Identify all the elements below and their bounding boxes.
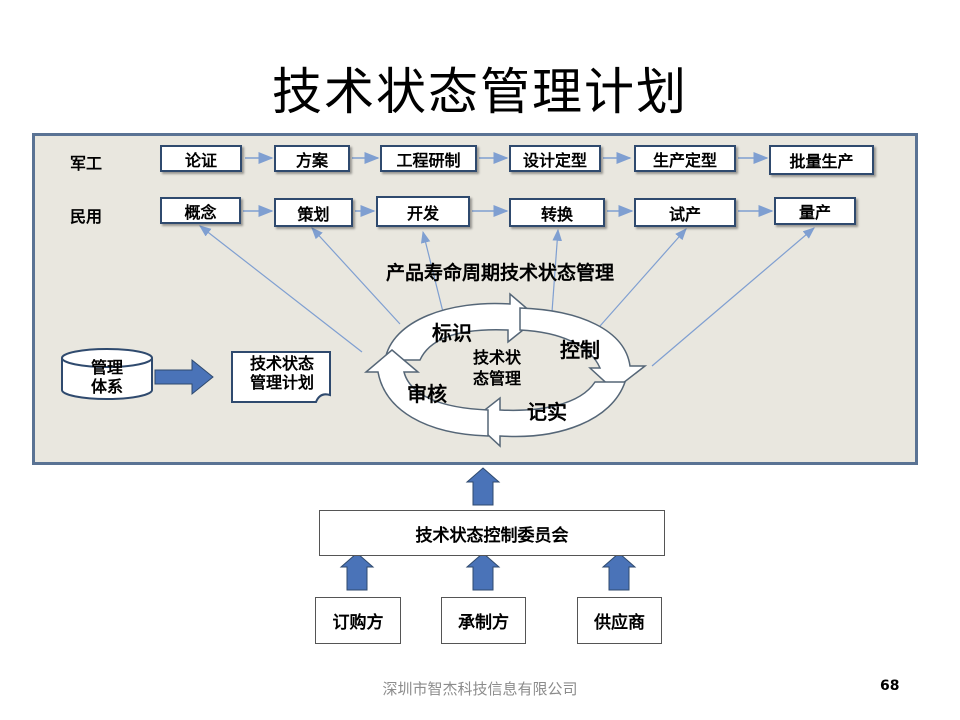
cycle-record-label: 记实 xyxy=(527,400,567,424)
fan-connectors xyxy=(199,225,815,367)
civil-stage-transition: 转换 xyxy=(509,198,605,227)
military-stage-argumentation: 论证 xyxy=(160,145,242,172)
cycle-audit-label: 审核 xyxy=(407,382,447,406)
party-contractor: 承制方 xyxy=(441,597,526,644)
lifecycle-label: 产品寿命周期技术状态管理 xyxy=(385,262,614,284)
management-system-label: 管理 体系 xyxy=(90,358,123,396)
cycle-center-label: 技术状 态管理 xyxy=(472,348,521,388)
committee-box: 技术状态控制委员会 xyxy=(319,510,665,556)
civil-stage-planning: 策划 xyxy=(274,198,353,227)
bottom-arrows xyxy=(339,467,637,591)
row-label-civil: 民用 xyxy=(70,207,103,226)
system-to-plan-arrow xyxy=(154,358,214,396)
page-number: 68 xyxy=(880,678,900,694)
military-stage-engineering: 工程研制 xyxy=(380,145,477,172)
footer-company: 深圳市智杰科技信息有限公司 xyxy=(382,680,578,698)
row-label-military: 军工 xyxy=(70,154,103,173)
page-title: 技术状态管理计划 xyxy=(272,63,688,121)
military-stage-production-finalization: 生产定型 xyxy=(634,145,736,172)
military-stage-scheme: 方案 xyxy=(274,145,350,172)
plan-document-label: 技术状态 管理计划 xyxy=(249,354,314,392)
plan-document-shape xyxy=(231,351,331,403)
cycle-control-label: 控制 xyxy=(560,338,600,362)
cycle-identify-label: 标识 xyxy=(432,321,472,345)
party-purchaser: 订购方 xyxy=(315,597,401,644)
management-system-cylinder xyxy=(61,348,153,400)
civil-stage-development: 开发 xyxy=(376,196,470,227)
civil-stage-concept: 概念 xyxy=(160,197,241,224)
military-stage-design-finalization: 设计定型 xyxy=(509,145,601,172)
cycle-ring xyxy=(363,292,648,448)
civil-stage-trial-production: 试产 xyxy=(634,198,736,227)
military-stage-mass-production: 批量生产 xyxy=(769,145,874,175)
party-supplier: 供应商 xyxy=(577,597,662,644)
civil-stage-volume-production: 量产 xyxy=(774,197,856,225)
